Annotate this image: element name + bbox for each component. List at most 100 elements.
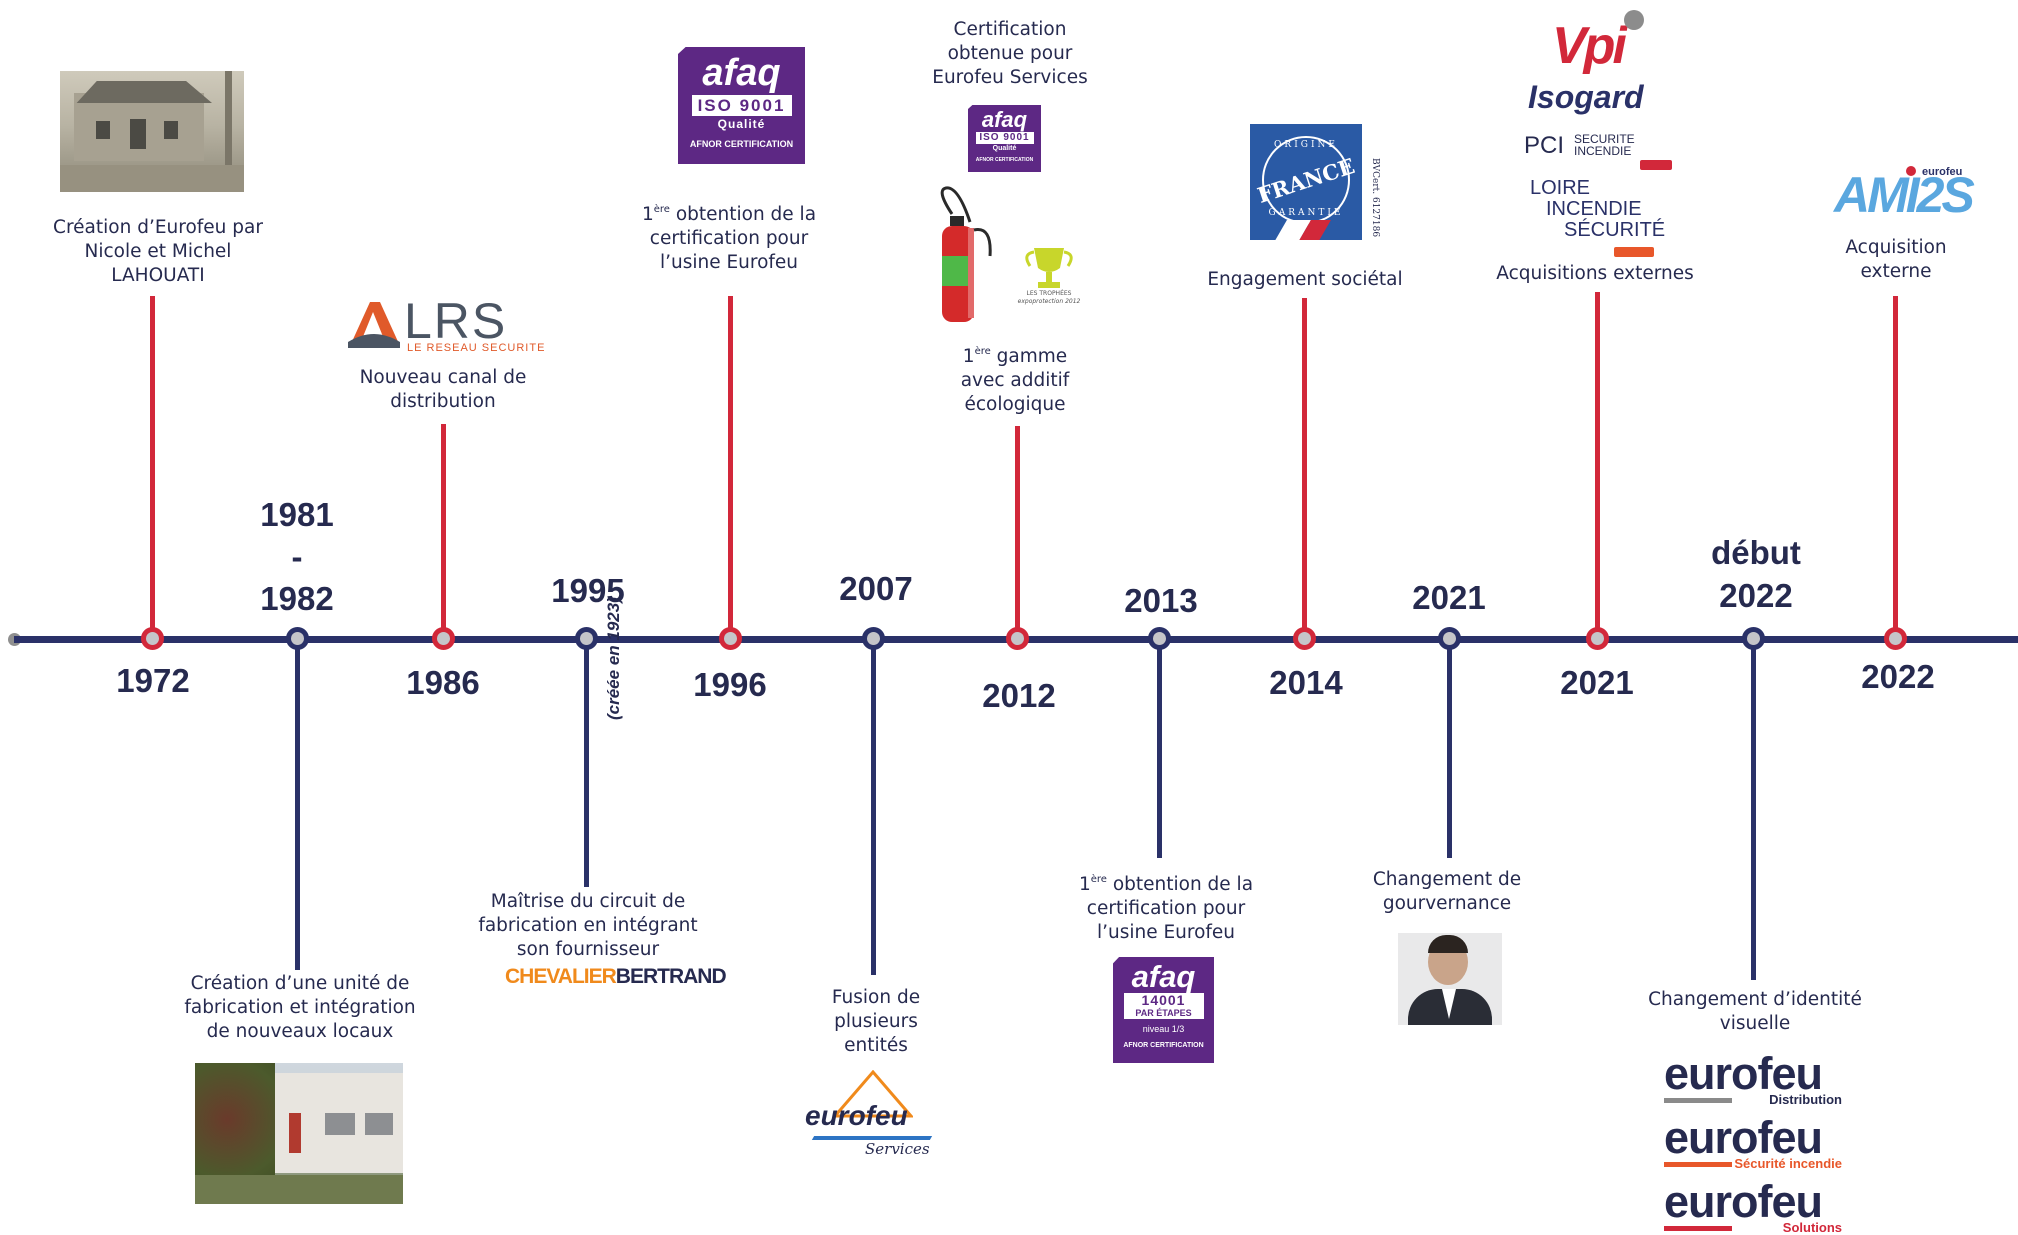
stem-1996 xyxy=(728,296,733,636)
caption-2021b: Acquisitions externes xyxy=(1496,263,1694,284)
eurofeu-badge-icon xyxy=(1614,247,1654,257)
caption-ordinal-sup: ère xyxy=(1090,874,1107,885)
caption-ordinal-sup: ère xyxy=(974,346,991,357)
afaq-text: afaq xyxy=(1131,959,1196,994)
label-garantie: GARANTIE xyxy=(1268,208,1344,218)
stem-2022a xyxy=(1751,640,1756,980)
trophy-text: expoprotection 2012 xyxy=(1017,298,1081,305)
loire-line: LOIRE xyxy=(1530,177,1591,199)
node-2013 xyxy=(1148,627,1171,650)
node-2007 xyxy=(862,627,885,650)
afaq-text: afaq xyxy=(981,107,1028,132)
eurofeu-wordmark: eurofeu xyxy=(1664,1176,1823,1227)
year-label: 2007 xyxy=(839,570,913,607)
node-1986 xyxy=(432,627,455,650)
chevalier-bertrand-logo: CHEVALIERBERTRAND xyxy=(505,965,727,989)
caption-ordinal: 1 xyxy=(1078,874,1091,895)
stem-2013 xyxy=(1157,640,1162,858)
caption-text: obtention de la certification pour l’usi… xyxy=(1086,874,1254,943)
caption-text: obtention de la certification pour l’usi… xyxy=(649,204,817,273)
node-2022a xyxy=(1742,627,1765,650)
caption-2022a: Changement d’identité visuelle xyxy=(1648,989,1862,1034)
eurofeu-solutions-logo: eurofeu Solutions xyxy=(1664,1176,1844,1235)
stem-1986 xyxy=(441,424,446,636)
caption-1986: Nouveau canal de distribution xyxy=(359,367,527,412)
stem-2021a xyxy=(1447,640,1452,858)
afaq-afnor: AFNOR CERTIFICATION xyxy=(689,139,794,149)
afaq-standard: 14001 xyxy=(1123,993,1204,1008)
node-2021a xyxy=(1438,627,1461,650)
year-label: 1982 xyxy=(260,580,334,617)
year-label: 2012 xyxy=(982,677,1056,714)
node-2022b xyxy=(1884,627,1907,650)
stem-2022b xyxy=(1893,296,1898,636)
vpi-logo: Vpi xyxy=(1552,17,1627,75)
caption-2022b: Acquisition externe xyxy=(1845,237,1947,282)
bvcert-text: BVCert. 6127186 xyxy=(1370,158,1380,238)
pci-logo-line: SECURITE xyxy=(1574,132,1635,146)
loire-logo: LOIRE INCENDIE SÉCURITÉ xyxy=(1530,178,1665,241)
pci-logo-main: PCI xyxy=(1524,132,1565,159)
afaq-quality: Qualité xyxy=(992,145,1017,152)
logo-part: CHEVALIER xyxy=(505,965,617,988)
stem-1981 xyxy=(295,640,300,970)
brand-subtitle: Distribution xyxy=(1769,1092,1842,1107)
year-label: 2013 xyxy=(1124,582,1198,619)
afaq-standard: ISO 9001 xyxy=(691,95,792,116)
node-2014 xyxy=(1293,627,1316,650)
year-label: - xyxy=(291,538,303,575)
year-label: 1972 xyxy=(116,662,190,699)
eurofeu-services-logo: eurofeu Services xyxy=(803,1070,949,1166)
caption-ordinal: 1 xyxy=(641,204,654,225)
afaq-level: niveau 1/3 xyxy=(1142,1024,1185,1034)
loire-line: SÉCURITÉ xyxy=(1564,219,1666,241)
loire-line: INCENDIE xyxy=(1546,198,1642,220)
node-1981 xyxy=(286,627,309,650)
label-origine: ORIGINE xyxy=(1274,140,1338,150)
vpi-dot-icon xyxy=(1624,10,1644,30)
eurofeu-badge-icon xyxy=(1640,160,1672,170)
lrs-logo-text: LRS xyxy=(404,293,508,349)
caption-2014: Engagement sociétal xyxy=(1207,269,1403,290)
afaq-afnor: AFNOR CERTIFICATION xyxy=(1123,1042,1204,1049)
stem-2007 xyxy=(871,640,876,975)
stem-2012 xyxy=(1015,426,1020,636)
node-1996 xyxy=(719,627,742,650)
caption-2012: 1ère gamme avec additif écologique xyxy=(940,340,1090,417)
portrait-photo xyxy=(1398,933,1502,1025)
caption-2007: Fusion de plusieurs entités xyxy=(831,987,921,1056)
brand-subtitle: Sécurité incendie xyxy=(1734,1156,1842,1171)
caption-text: gamme avec additif écologique xyxy=(960,346,1070,415)
founded-note: (créée en 1923) xyxy=(604,597,623,720)
afaq-afnor: AFNOR CERTIFICATION xyxy=(975,157,1034,163)
caption-1995: Maîtrise du circuit de fabrication en in… xyxy=(478,891,698,960)
isogard-logo: Isogard xyxy=(1528,79,1644,115)
ami2s-logo: AMI2S xyxy=(1834,167,1975,223)
year-label: début xyxy=(1711,534,1801,571)
origine-france-garantie-logo: ORIGINE FRANCE GARANTIE xyxy=(1250,124,1362,240)
lrs-logo-mark xyxy=(346,296,402,352)
node-2021b xyxy=(1586,627,1609,650)
year-label: 2021 xyxy=(1412,579,1486,616)
logo-part: BERTRAND xyxy=(615,965,727,988)
year-label: 2022 xyxy=(1861,658,1935,695)
historic-building-photo xyxy=(60,71,244,192)
caption-1996: 1ère obtention de la certification pour … xyxy=(624,198,834,275)
node-1972 xyxy=(141,627,164,650)
eurofeu-wordmark: eurofeu xyxy=(1664,1112,1823,1163)
stem-1972 xyxy=(150,296,155,636)
afaq-steps: PAR ÉTAPES xyxy=(1123,1008,1204,1019)
stem-1995 xyxy=(584,640,589,887)
caption-2012-top: Certification obtenue pour Eurofeu Servi… xyxy=(932,19,1088,88)
year-label: 2021 xyxy=(1560,664,1634,701)
afaq-text: afaq xyxy=(702,52,781,94)
eurofeu-wordmark: eurofeu xyxy=(1664,1048,1823,1099)
eurofeu-wordmark: eurofeu xyxy=(805,1100,908,1131)
factory-building-photo xyxy=(195,1063,403,1204)
trophy-text: LES TROPHÉES xyxy=(1026,290,1072,297)
afaq-standard: ISO 9001 xyxy=(975,132,1034,144)
caption-2021a: Changement de gourvernance xyxy=(1372,869,1522,914)
eurofeu-services-subtext: Services xyxy=(865,1140,930,1158)
stem-2021b xyxy=(1595,292,1600,636)
eurofeu-securite-logo: eurofeu Sécurité incendie xyxy=(1664,1112,1844,1176)
